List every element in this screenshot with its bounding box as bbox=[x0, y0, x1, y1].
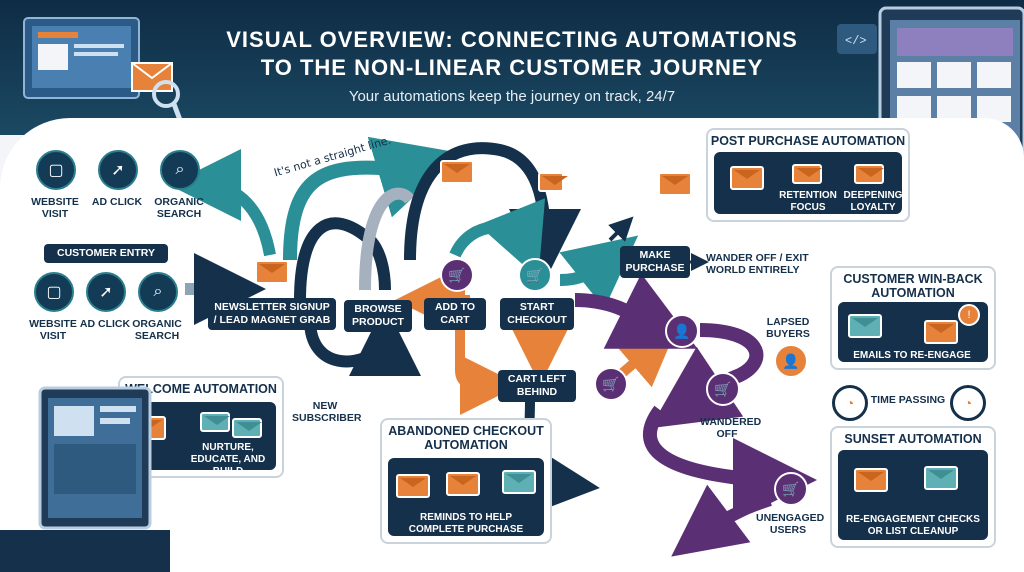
envelope-icon bbox=[200, 412, 230, 432]
step-add-to-cart: ADD TO CART bbox=[424, 298, 486, 330]
envelope-icon bbox=[854, 468, 888, 492]
post-purchase-loyalty: DEEPENING LOYALTY bbox=[843, 190, 903, 213]
clock-icon: ◔ bbox=[832, 385, 868, 421]
winback-title: CUSTOMER WIN-BACK AUTOMATION bbox=[843, 272, 983, 300]
website-visit-icon-2: ▢ bbox=[34, 272, 74, 312]
email-icon-top bbox=[440, 160, 474, 184]
search-icon-2: ⌕ bbox=[138, 272, 178, 312]
welcome-automation-title: WELCOME AUTOMATION bbox=[125, 382, 277, 396]
envelope-icon bbox=[730, 166, 764, 190]
post-purchase-retention: RETENTION FOCUS bbox=[779, 190, 837, 213]
envelope-icon bbox=[924, 320, 958, 344]
step-make-purchase: MAKE PURCHASE bbox=[620, 246, 690, 278]
step-cart-left-behind: CART LEFT BEHIND bbox=[498, 370, 576, 402]
step-wandered-off: WANDERED OFF bbox=[700, 416, 762, 440]
user-icon-lapsed: 👤 bbox=[774, 344, 808, 378]
entry-top-organic-search: ORGANIC SEARCH bbox=[154, 196, 204, 220]
customer-entry-label: CUSTOMER ENTRY bbox=[44, 244, 168, 263]
step-wander-off: WANDER OFF / EXIT WORLD ENTIRELY bbox=[706, 252, 809, 276]
envelope-icon bbox=[502, 470, 536, 494]
winback-card: CUSTOMER WIN-BACK AUTOMATION ! EMAILS TO… bbox=[830, 266, 996, 370]
cart-icon: 🛒 bbox=[440, 258, 474, 292]
step-time-passing: TIME PASSING bbox=[870, 394, 946, 406]
welcome-automation-caption: NURTURE, EDUCATE, AND BUILD RELATIONSHIP bbox=[190, 442, 266, 477]
entry-bottom-ad-click: AD CLICK bbox=[79, 318, 131, 330]
envelope-icon bbox=[446, 472, 480, 496]
clock-icon-2: ◔ bbox=[950, 385, 986, 421]
sunset-caption: RE-ENGAGEMENT CHECKS OR LIST CLEANUP bbox=[846, 514, 980, 537]
step-browse-product: BROWSE PRODUCT bbox=[344, 300, 412, 332]
abandoned-checkout-caption: REMINDS TO HELP COMPLETE PURCHASE bbox=[408, 512, 524, 535]
sunset-title: SUNSET AUTOMATION bbox=[844, 432, 982, 446]
entry-top-ad-click: AD CLICK bbox=[91, 196, 143, 208]
ad-click-icon: ➚ bbox=[98, 150, 138, 190]
abandoned-checkout-title: ABANDONED CHECKOUT AUTOMATION bbox=[388, 424, 544, 452]
winback-caption: EMAILS TO RE-ENGAGE bbox=[853, 350, 971, 361]
cart-icon-abandoned: 🛒 bbox=[594, 367, 628, 401]
sunset-card: SUNSET AUTOMATION RE-ENGAGEMENT CHECKS O… bbox=[830, 426, 996, 548]
entry-top-website-visit: WEBSITE VISIT bbox=[31, 196, 79, 220]
envelope-icon-post-purchase bbox=[658, 172, 692, 196]
entry-bottom-website-visit: WEBSITE VISIT bbox=[29, 318, 77, 342]
search-icon: ⌕ bbox=[160, 150, 200, 190]
envelope-icon bbox=[396, 474, 430, 498]
step-lapsed-buyers: LAPSED BUYERS bbox=[766, 316, 810, 340]
post-purchase-title: POST PURCHASE AUTOMATION bbox=[710, 134, 906, 148]
envelope-icon bbox=[848, 314, 882, 338]
alert-icon: ! bbox=[958, 304, 980, 326]
cart-icon-unengaged: 🛒 bbox=[774, 472, 808, 506]
laptop-illustration-left bbox=[23, 17, 183, 121]
step-start-checkout: START CHECKOUT bbox=[500, 298, 574, 330]
svg-text:</>: </> bbox=[845, 34, 867, 48]
email-icon-small bbox=[538, 172, 568, 192]
envelope-icon bbox=[792, 164, 822, 184]
envelope-icon bbox=[924, 466, 958, 490]
ad-click-icon-2: ➚ bbox=[86, 272, 126, 312]
step-new-subscriber: NEW SUBSCRIBER bbox=[292, 400, 362, 424]
post-purchase-card: POST PURCHASE AUTOMATION RETENTION FOCUS… bbox=[706, 128, 910, 222]
page-subtitle: Your automations keep the journey on tra… bbox=[348, 88, 676, 105]
envelope-icon bbox=[232, 418, 262, 438]
abandoned-checkout-card: ABANDONED CHECKOUT AUTOMATION REMINDS TO… bbox=[380, 418, 552, 544]
cart-icon-wandered: 🛒 bbox=[706, 372, 740, 406]
user-icon: 👤 bbox=[665, 314, 699, 348]
envelope-icon bbox=[854, 164, 884, 184]
monitor-illustration-left bbox=[0, 386, 170, 572]
entry-bottom-organic-search: ORGANIC SEARCH bbox=[132, 318, 182, 342]
step-unengaged-users: UNENGAGED USERS bbox=[756, 512, 825, 536]
website-visit-icon: ▢ bbox=[36, 150, 76, 190]
cart-icon-checkout: 🛒 bbox=[518, 258, 552, 292]
envelope-icon bbox=[255, 260, 289, 284]
step-newsletter: NEWSLETTER SIGNUP / LEAD MAGNET GRAB bbox=[208, 298, 336, 330]
page-title: VISUAL OVERVIEW: CONNECTING AUTOMATIONS … bbox=[226, 27, 798, 80]
